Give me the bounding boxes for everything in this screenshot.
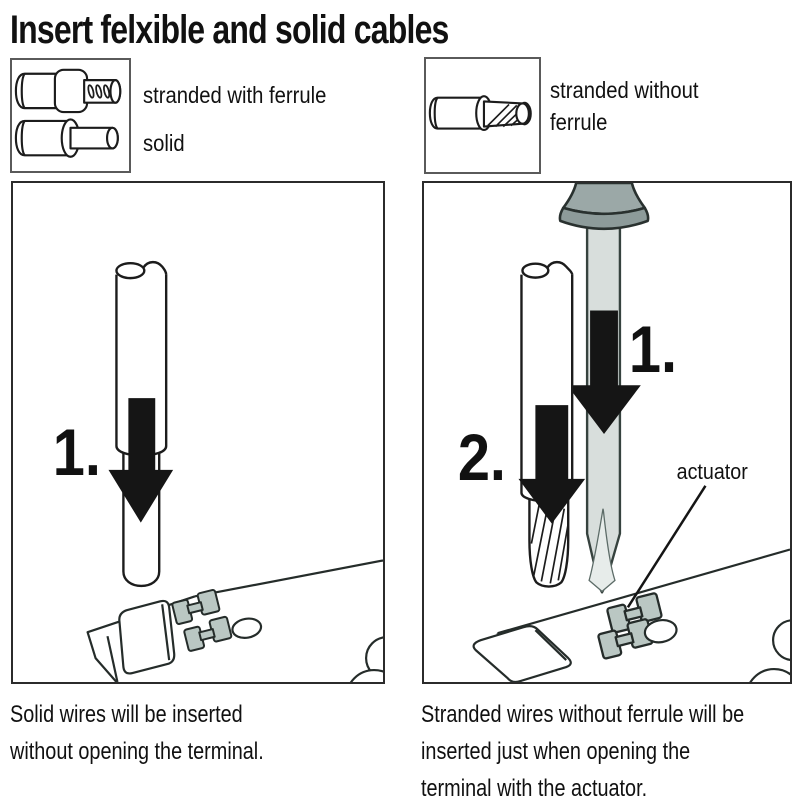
legend-box-right: [424, 57, 541, 174]
insert-down-arrow: [518, 405, 586, 524]
legend-label-stranded-ferrule: stranded with ferrule: [143, 82, 327, 108]
caption-line: inserted just when opening the: [421, 738, 691, 765]
legend-right-icons: [428, 95, 532, 132]
solid-wire-diagram: 1.: [53, 260, 383, 682]
left-panel-caption: Solid wires will be inserted without ope…: [10, 696, 264, 770]
push-down-arrow: [567, 310, 641, 434]
ferrule-slots: [87, 84, 111, 99]
legend-label-solid: solid: [143, 130, 185, 156]
step-2-label: 2.: [458, 421, 506, 494]
legend-label-stranded-without-line2: ferrule: [550, 109, 608, 135]
mounting-hole: [643, 618, 678, 644]
screwdriver-handle: [561, 183, 647, 216]
caption-line: Stranded wires without ferrule will be: [421, 701, 745, 728]
stranded-without-ferrule-wire-icon: [428, 95, 532, 132]
screwdriver-handle-band: [558, 206, 650, 231]
caption-line: without opening the terminal.: [10, 738, 264, 765]
step-1-label: 1.: [53, 416, 101, 489]
solid-wire-panel: 1.: [11, 181, 385, 684]
actuator-pointer-line: [626, 485, 707, 608]
mounting-hole: [231, 617, 263, 639]
legend-box-left: [10, 58, 131, 173]
step-1-label: 1.: [629, 314, 677, 387]
legend-label-stranded-without-line1: stranded without: [550, 77, 699, 103]
right-panel-caption: Stranded wires without ferrule will be i…: [421, 696, 744, 800]
stranded-with-ferrule-wire-icon: [14, 68, 122, 114]
screwdriver-blade: [588, 508, 616, 593]
caption-line: Solid wires will be inserted: [10, 701, 243, 728]
terminal-actuator-clamps: [170, 588, 234, 653]
page-title: Insert felxible and solid cables: [10, 8, 449, 52]
solid-wire-icon: [14, 118, 119, 158]
stranded-wire-diagram: 1. 2.: [458, 183, 790, 682]
wire-entry-slot: [118, 599, 176, 675]
stranded-wire-panel: 1. 2.: [422, 181, 792, 684]
insert-down-arrow: [108, 398, 174, 523]
wire-entry-slot: [472, 625, 572, 682]
actuator-label: actuator: [677, 460, 748, 484]
legend-left-icons: [14, 68, 122, 158]
terminal-block-drawing: [86, 559, 383, 682]
terminal-block-drawing: [472, 548, 790, 682]
caption-line: terminal with the actuator.: [421, 775, 648, 800]
